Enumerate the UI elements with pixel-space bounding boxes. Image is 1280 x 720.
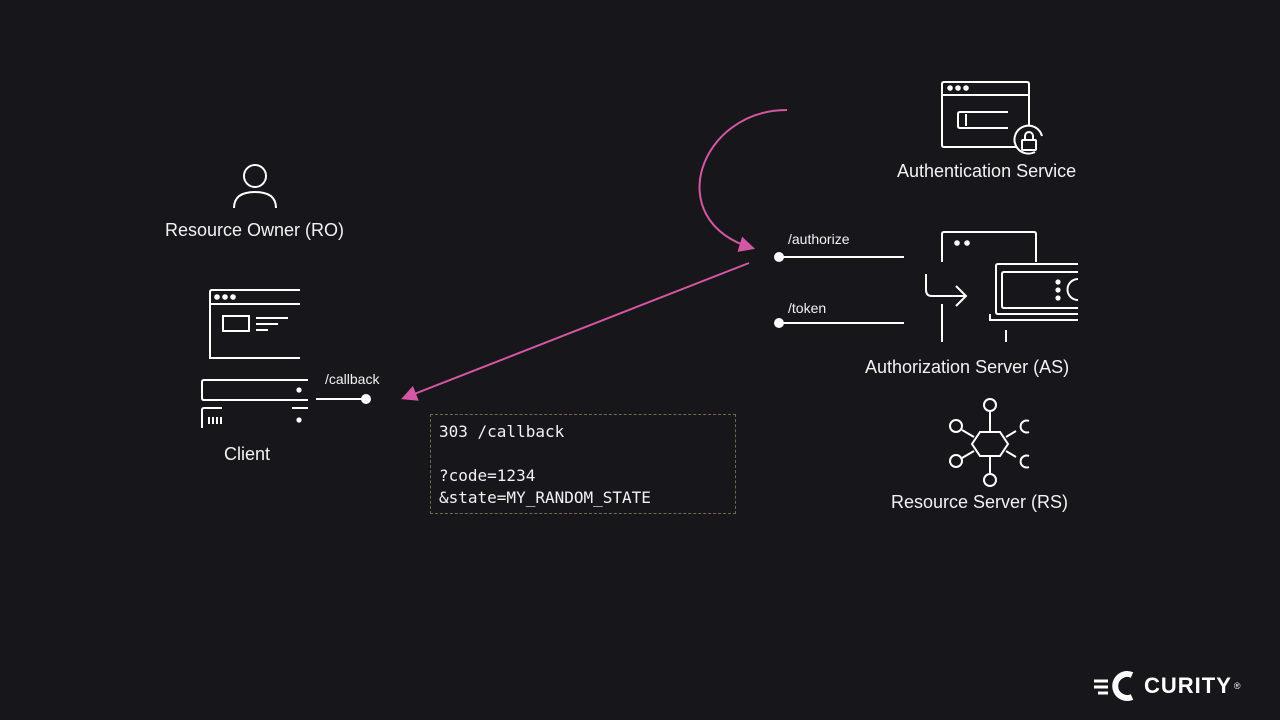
secure-browser-icon: [941, 81, 1043, 155]
brand-name: CURITY: [1144, 673, 1232, 698]
redirect-arrow: [401, 262, 750, 401]
curity-logo-icon: [1094, 671, 1134, 701]
resource-server-label: Resource Server (RS): [891, 492, 1069, 512]
response-state-param: &state=MY_RANDOM_STATE: [439, 488, 651, 507]
callback-endpoint-label: /callback: [325, 371, 380, 387]
authentication-return-arrow: [698, 109, 788, 252]
authorize-endpoint-label: /authorize: [788, 231, 850, 247]
browser-window-icon: [209, 289, 300, 359]
curity-logo: CURITY®: [1092, 668, 1241, 704]
background-grid: [600, 330, 1200, 720]
registered-mark: ®: [1233, 681, 1241, 691]
resource-server-icon: [949, 398, 1030, 487]
redirect-response-box: 303 /callback ?code=1234 &state=MY_RANDO…: [430, 414, 736, 514]
resource-owner-label: Resource Owner (RO): [165, 220, 345, 240]
person-icon: [233, 164, 277, 209]
token-endpoint-line: [774, 318, 904, 328]
server-icon: [201, 379, 308, 428]
authentication-service-label: Authentication Service: [897, 161, 1077, 181]
client-label: Client: [224, 444, 271, 464]
callback-endpoint-line: [316, 394, 371, 404]
token-endpoint-label: /token: [788, 300, 827, 316]
authorization-server-icon: [925, 231, 1079, 342]
authorization-server-label: Authorization Server (AS): [865, 357, 1070, 377]
authorize-endpoint-line: [774, 252, 904, 262]
response-status-line: 303 /callback: [439, 422, 565, 441]
response-code-param: ?code=1234: [439, 466, 536, 485]
